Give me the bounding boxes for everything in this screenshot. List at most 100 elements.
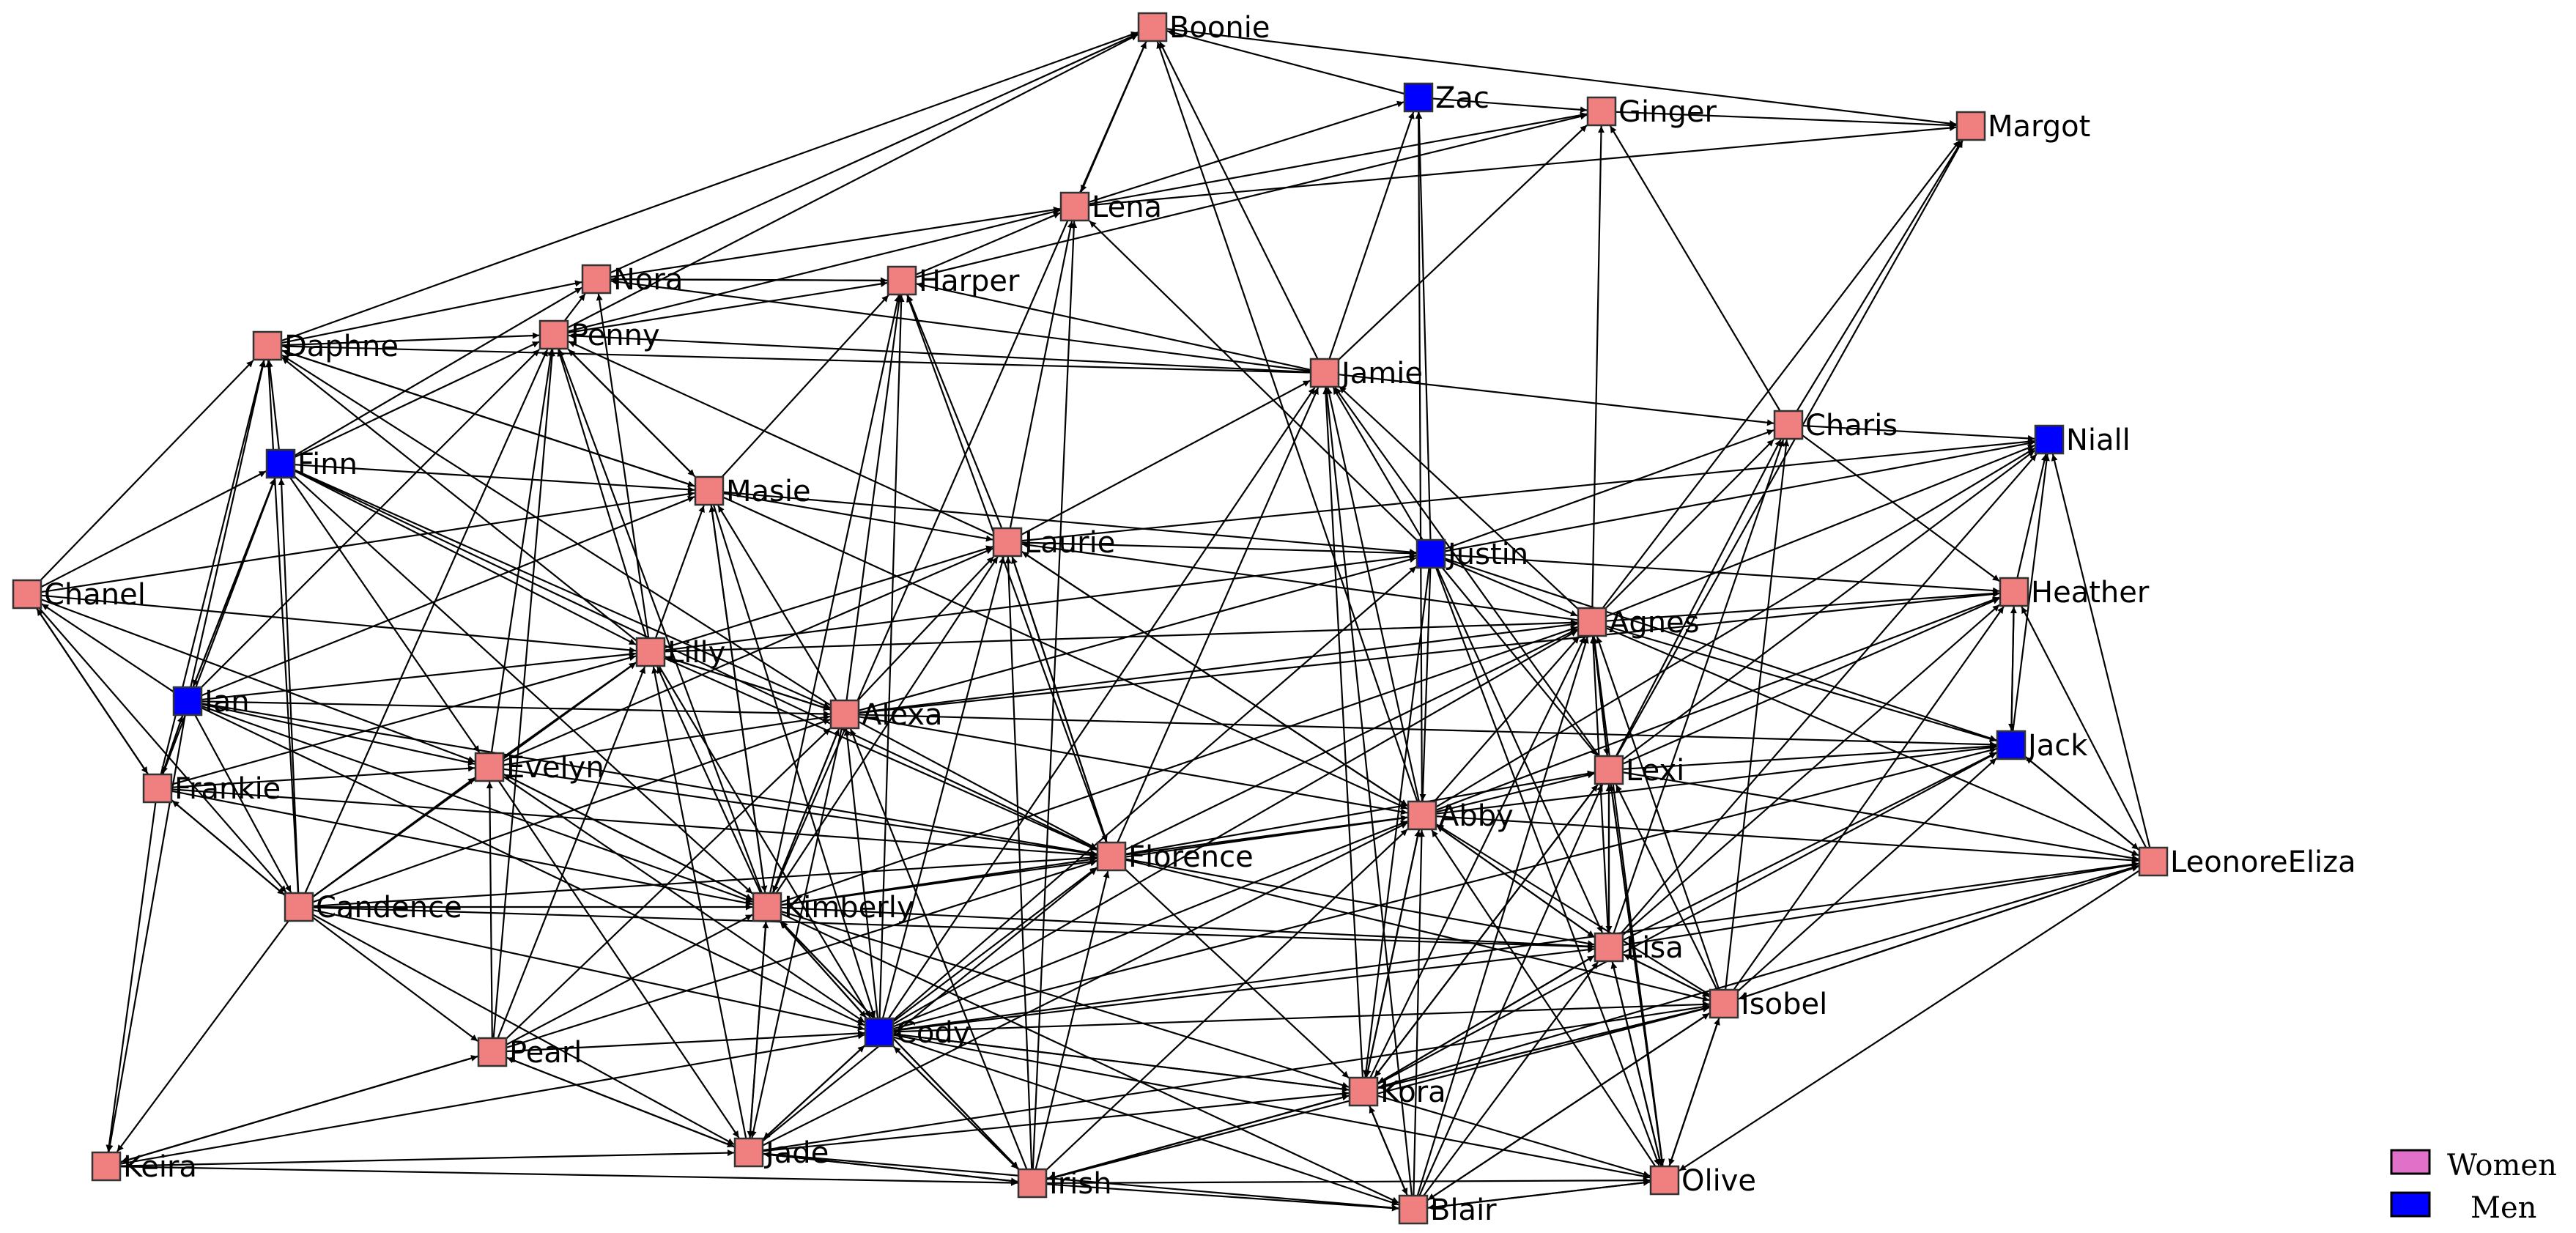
edge-isobel-to-abby xyxy=(1436,823,1712,997)
node-square-women[interactable] xyxy=(1594,932,1624,963)
edge-olive-to-abby xyxy=(1431,829,1657,1169)
edge-isobel-to-lexi xyxy=(1615,784,1719,992)
node-margot[interactable]: Margot xyxy=(1955,110,2090,144)
node-zac[interactable]: Zac xyxy=(1403,81,1489,115)
node-square-women[interactable] xyxy=(992,527,1023,558)
node-square-women[interactable] xyxy=(1586,96,1617,127)
edge-kora-to-agnes xyxy=(1369,636,1586,1080)
node-square-women[interactable] xyxy=(581,264,612,295)
edge-jade-to-abby xyxy=(760,822,1408,1147)
node-label: Jade xyxy=(763,1136,829,1170)
node-ginger[interactable]: Ginger xyxy=(1586,95,1717,129)
node-square-women[interactable] xyxy=(142,773,173,804)
node-lilly[interactable]: Lilly xyxy=(635,636,725,670)
node-square-men[interactable] xyxy=(1403,82,1434,113)
node-heather[interactable]: Heather xyxy=(1999,576,2150,610)
node-florence[interactable]: Florence xyxy=(1096,840,1254,874)
node-square-women[interactable] xyxy=(252,330,283,361)
node-square-women[interactable] xyxy=(733,1137,764,1168)
node-square-women[interactable] xyxy=(1577,607,1607,637)
node-lisa[interactable]: Lisa xyxy=(1594,931,1684,965)
node-niall[interactable]: Niall xyxy=(2034,423,2131,457)
node-square-men[interactable] xyxy=(864,1017,895,1048)
node-square-women[interactable] xyxy=(284,892,314,922)
node-charis[interactable]: Charis xyxy=(1773,409,1898,443)
node-irish[interactable]: Irish xyxy=(1017,1167,1112,1201)
node-isobel[interactable]: Isobel xyxy=(1709,988,1827,1021)
node-square-women[interactable] xyxy=(2138,846,2169,877)
node-square-women[interactable] xyxy=(1348,1076,1379,1107)
node-lena[interactable]: Lena xyxy=(1059,190,1162,224)
node-label: Blair xyxy=(1430,1193,1497,1227)
node-square-women[interactable] xyxy=(1309,358,1340,388)
node-square-women[interactable] xyxy=(474,752,505,782)
edge-laurie-to-jamie xyxy=(1019,379,1311,536)
node-penny[interactable]: Penny xyxy=(538,319,660,352)
edge-abby-to-zac xyxy=(1415,111,1424,804)
node-square-women[interactable] xyxy=(1137,12,1168,42)
node-keira[interactable]: Keira xyxy=(91,1150,197,1184)
node-square-women[interactable] xyxy=(1773,410,1804,440)
node-harper[interactable]: Harper xyxy=(887,264,1020,298)
node-square-women[interactable] xyxy=(1999,577,2029,607)
edge-candence-to-finn xyxy=(278,478,300,895)
edge-charis-to-heather xyxy=(1800,433,2000,582)
node-kora[interactable]: Kora xyxy=(1348,1075,1446,1109)
node-square-men[interactable] xyxy=(172,686,203,717)
node-square-women[interactable] xyxy=(887,265,917,296)
node-leonoreeliza[interactable]: LeonoreEliza xyxy=(2138,845,2356,879)
edge-kimberly-to-lisa xyxy=(779,906,1595,950)
node-square-women[interactable] xyxy=(1649,1165,1680,1196)
node-finn[interactable]: Finn xyxy=(265,448,358,481)
node-square-men[interactable] xyxy=(1996,730,2027,760)
edge-jade-to-isobel xyxy=(760,1003,1710,1152)
node-square-men[interactable] xyxy=(1415,538,1446,569)
node-square-women[interactable] xyxy=(752,892,782,922)
node-square-women[interactable] xyxy=(694,475,725,506)
node-square-women[interactable] xyxy=(1059,191,1090,222)
node-cody[interactable]: Cody xyxy=(864,1016,970,1050)
node-square-women[interactable] xyxy=(12,579,42,610)
node-justin[interactable]: Justin xyxy=(1415,538,1528,571)
node-square-women[interactable] xyxy=(1407,800,1437,831)
node-boonie[interactable]: Boonie xyxy=(1137,11,1270,45)
node-square-women[interactable] xyxy=(1017,1168,1048,1199)
edge-florence-to-lexi xyxy=(1123,770,1595,856)
node-jamie[interactable]: Jamie xyxy=(1309,357,1423,390)
node-square-women[interactable] xyxy=(829,699,860,730)
node-square-women[interactable] xyxy=(477,1037,508,1067)
node-ian[interactable]: Ian xyxy=(172,685,250,719)
node-masie[interactable]: Masie xyxy=(694,475,811,508)
edge-kimberly-to-lilly xyxy=(656,666,763,895)
node-olive[interactable]: Olive xyxy=(1649,1164,1756,1198)
node-blair[interactable]: Blair xyxy=(1398,1193,1497,1227)
node-square-women[interactable] xyxy=(91,1151,122,1182)
node-nora[interactable]: Nora xyxy=(581,263,683,297)
node-kimberly[interactable]: Kimberly xyxy=(752,891,914,925)
node-pearl[interactable]: Pearl xyxy=(477,1036,582,1070)
node-square-women[interactable] xyxy=(1096,841,1127,872)
node-chanel[interactable]: Chanel xyxy=(12,578,146,612)
node-square-women[interactable] xyxy=(538,319,569,350)
node-alexa[interactable]: Alexa xyxy=(829,698,943,732)
node-lexi[interactable]: Lexi xyxy=(1594,754,1684,788)
node-label: Lilly xyxy=(667,636,725,670)
node-evelyn[interactable]: Evelyn xyxy=(474,751,604,785)
edge-lilly-to-agnes xyxy=(662,619,1578,653)
node-square-women[interactable] xyxy=(635,637,666,667)
node-daphne[interactable]: Daphne xyxy=(252,330,399,363)
node-agnes[interactable]: Agnes xyxy=(1577,606,1700,640)
node-jack[interactable]: Jack xyxy=(1996,729,2088,763)
node-square-men[interactable] xyxy=(2034,424,2065,455)
node-square-women[interactable] xyxy=(1398,1194,1429,1225)
node-laurie[interactable]: Laurie xyxy=(992,526,1115,560)
node-square-women[interactable] xyxy=(1594,755,1624,785)
node-square-women[interactable] xyxy=(1955,111,1986,141)
node-candence[interactable]: Candence xyxy=(284,891,462,925)
node-frankie[interactable]: Frankie xyxy=(142,772,281,806)
node-square-women[interactable] xyxy=(1709,988,1739,1019)
edge-pearl-to-florence xyxy=(504,859,1098,1049)
node-abby[interactable]: Abby xyxy=(1407,799,1514,833)
node-square-men[interactable] xyxy=(265,448,296,479)
node-jade[interactable]: Jade xyxy=(733,1136,829,1170)
